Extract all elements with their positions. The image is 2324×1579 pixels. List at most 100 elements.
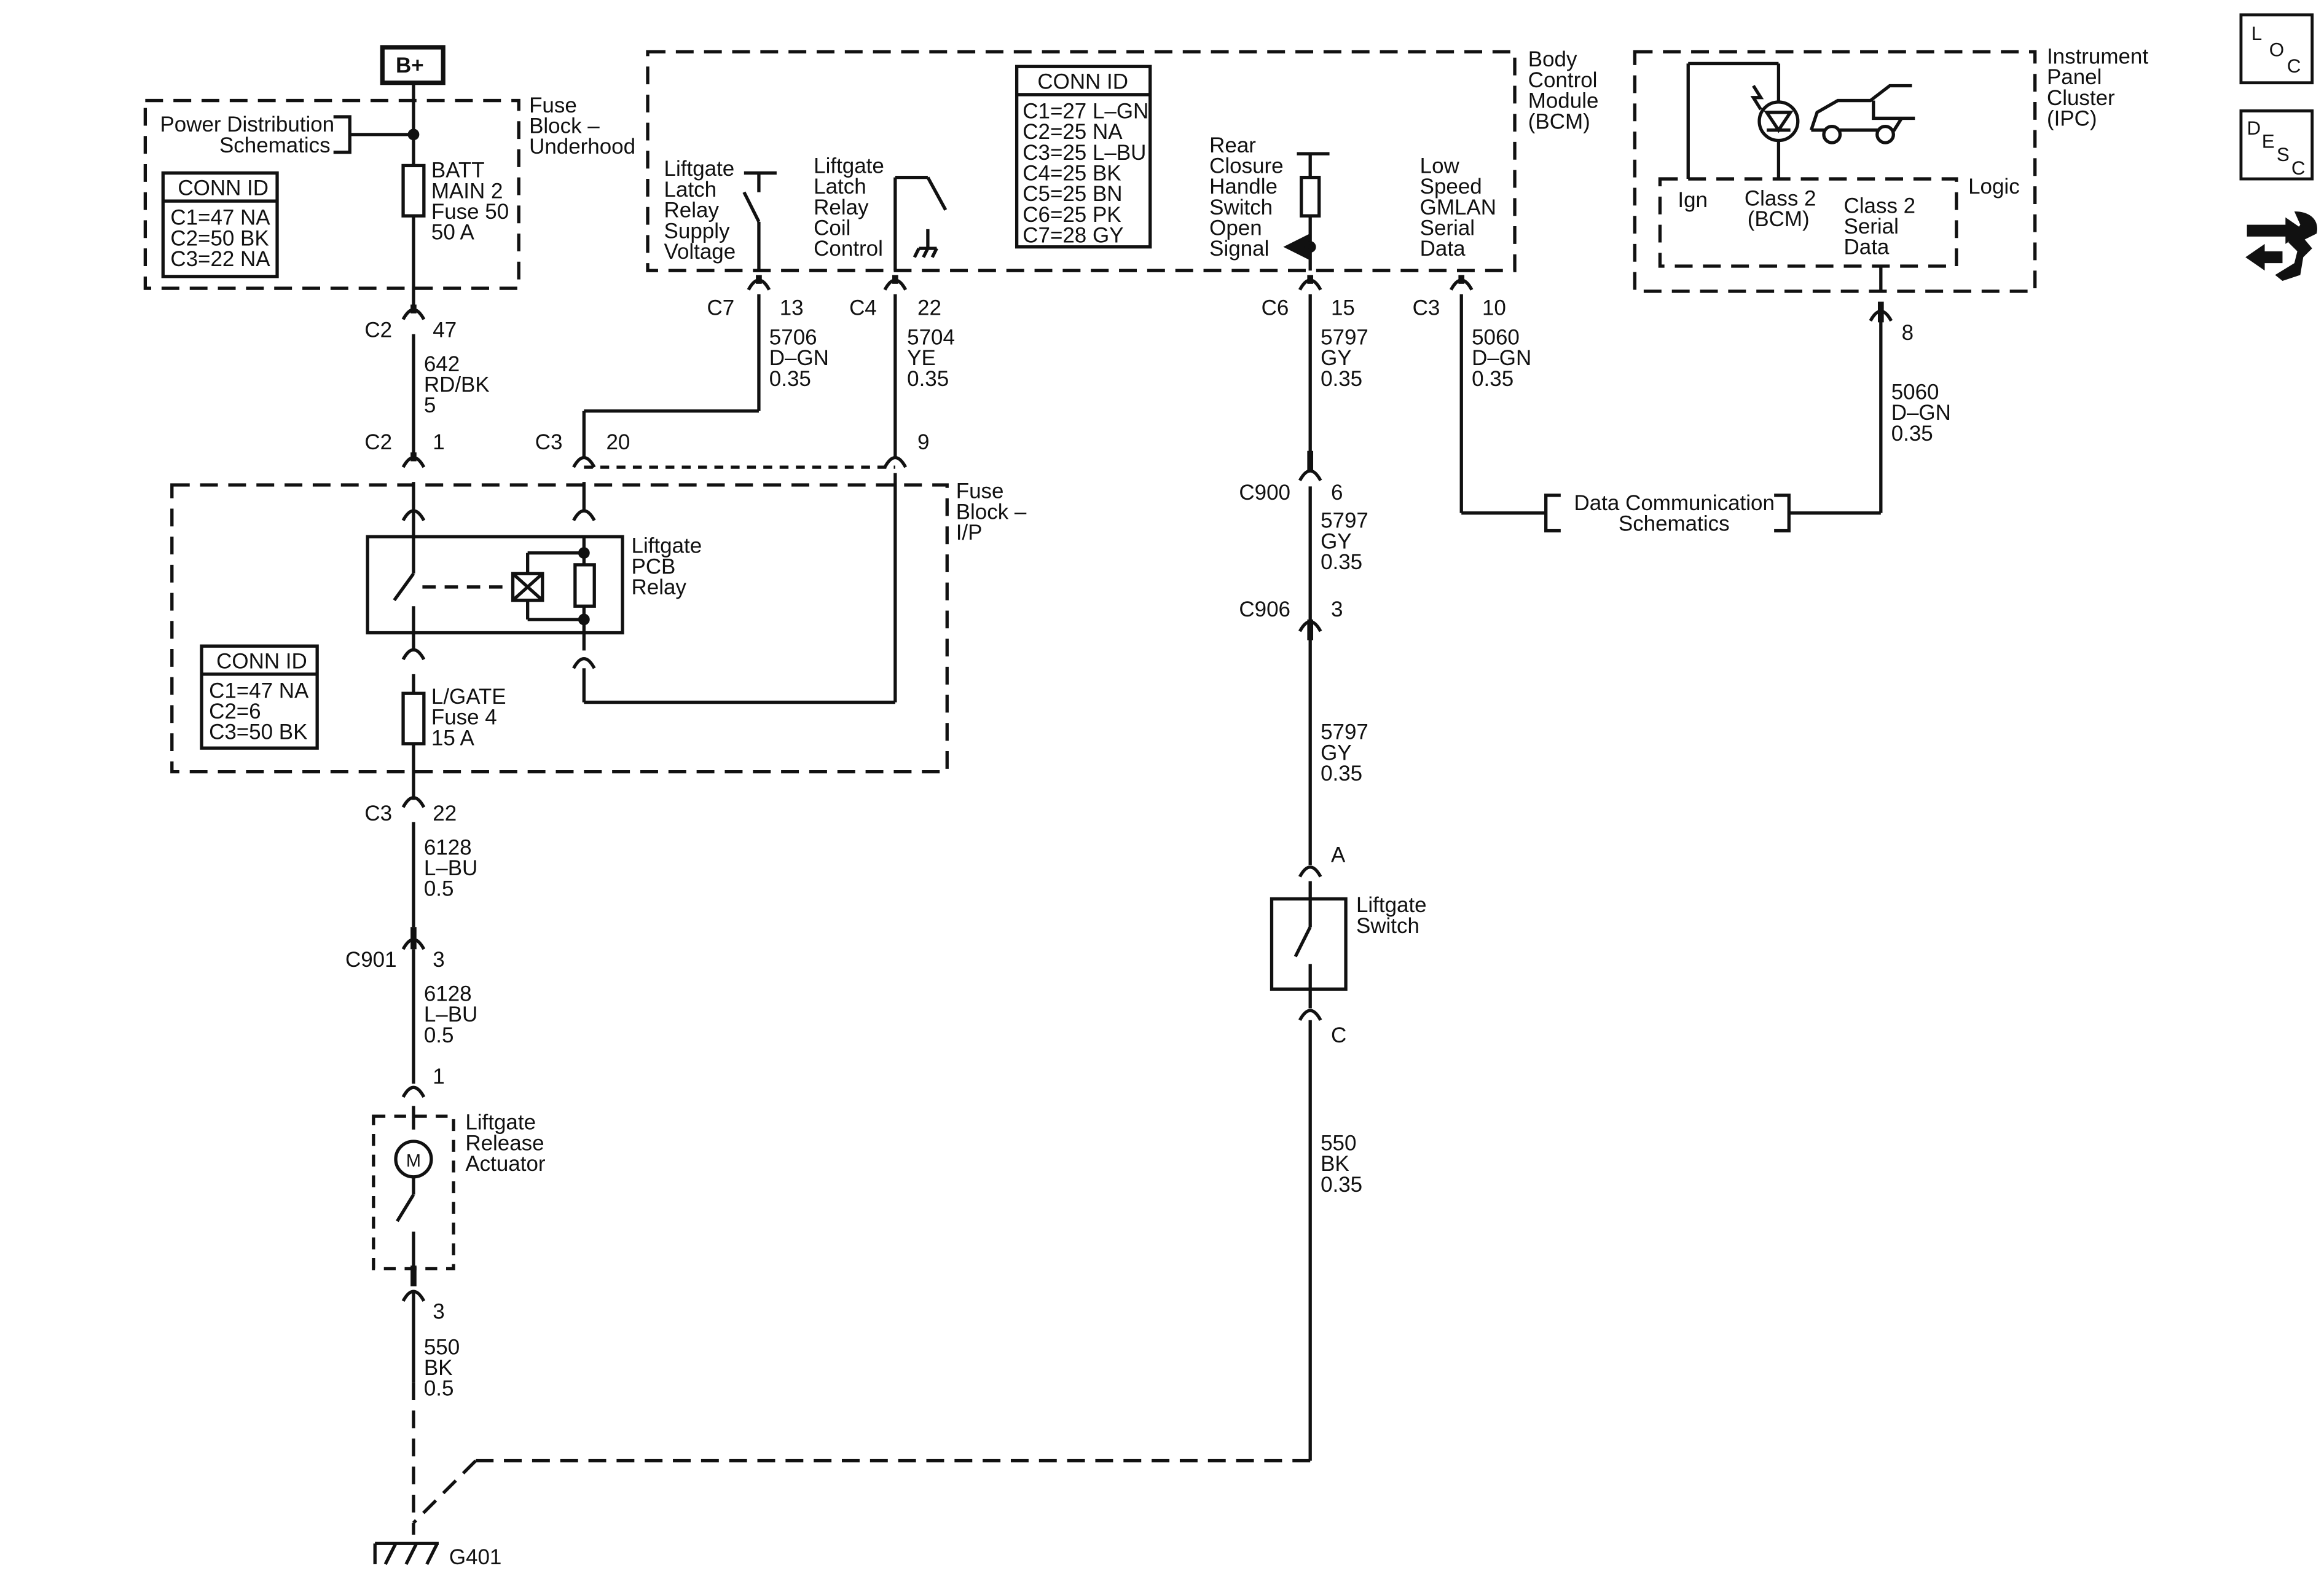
svg-text:GY: GY bbox=[1321, 529, 1352, 553]
batt-main-fuse-label: BATT MAIN 2 Fuse 50 50 A bbox=[431, 159, 509, 245]
svg-text:MAIN 2: MAIN 2 bbox=[431, 179, 503, 203]
svg-text:Data: Data bbox=[1844, 235, 1890, 259]
ground-g401-label: G401 bbox=[449, 1545, 502, 1569]
connector-c3-ip: C3 bbox=[535, 430, 563, 454]
wire-550-left-label: 550 BK 0.5 bbox=[424, 1335, 460, 1400]
pin-6: 6 bbox=[1331, 481, 1343, 505]
svg-text:D–GN: D–GN bbox=[1891, 401, 1951, 425]
svg-text:Underhood: Underhood bbox=[529, 135, 635, 159]
svg-text:5797: 5797 bbox=[1321, 720, 1368, 744]
rear-closure-label: Rear Closure Handle Switch Open Signal bbox=[1209, 133, 1283, 261]
connector-wrench-icon[interactable] bbox=[2245, 211, 2317, 282]
svg-text:YE: YE bbox=[907, 346, 936, 370]
class2-serial-label: Class 2 Serial Data bbox=[1844, 194, 1916, 259]
svg-text:C3=50 BK: C3=50 BK bbox=[209, 720, 307, 744]
svg-text:5797: 5797 bbox=[1321, 326, 1368, 350]
svg-text:I/P: I/P bbox=[956, 521, 983, 545]
svg-text:Liftgate: Liftgate bbox=[664, 157, 735, 181]
svg-text:Low: Low bbox=[1420, 154, 1460, 178]
svg-text:0.35: 0.35 bbox=[1321, 550, 1362, 574]
svg-text:Fuse 50: Fuse 50 bbox=[431, 200, 509, 224]
svg-text:Relay: Relay bbox=[664, 199, 720, 222]
svg-text:BATT: BATT bbox=[431, 159, 485, 183]
svg-text:Fuse 4: Fuse 4 bbox=[431, 706, 497, 730]
pin-3-actuator: 3 bbox=[433, 1300, 444, 1324]
wire-6128-lower-label: 6128 L–BU 0.5 bbox=[424, 982, 477, 1047]
svg-text:Cluster: Cluster bbox=[2047, 86, 2115, 110]
b-plus-label: B+ bbox=[396, 53, 424, 77]
svg-text:C3=22 NA: C3=22 NA bbox=[170, 247, 270, 271]
pin-47: 47 bbox=[433, 318, 457, 342]
fuse-block-underhood-label: Fuse Block – Underhood bbox=[529, 93, 635, 159]
svg-text:Block –: Block – bbox=[956, 500, 1027, 524]
svg-text:Liftgate: Liftgate bbox=[1356, 893, 1427, 917]
connector-c3-bcm: C3 bbox=[1413, 296, 1440, 320]
ign-label: Ign bbox=[1678, 188, 1708, 212]
svg-text:C2=6: C2=6 bbox=[209, 699, 261, 723]
svg-text:5797: 5797 bbox=[1321, 509, 1368, 533]
svg-text:BK: BK bbox=[1321, 1152, 1349, 1176]
loc-icon[interactable]: L O C bbox=[2251, 23, 2301, 77]
pin-3-c906: 3 bbox=[1331, 597, 1343, 621]
svg-text:Latch: Latch bbox=[814, 175, 866, 199]
motor-label: M bbox=[406, 1151, 421, 1171]
svg-text:D–GN: D–GN bbox=[769, 346, 829, 370]
low-speed-gmlan-label: Low Speed GMLAN Serial Data bbox=[1420, 154, 1496, 261]
svg-text:5: 5 bbox=[424, 393, 436, 417]
svg-text:Control: Control bbox=[1528, 68, 1598, 92]
svg-text:S: S bbox=[2277, 144, 2290, 165]
connector-c906: C906 bbox=[1239, 597, 1290, 621]
svg-text:0.35: 0.35 bbox=[1891, 422, 1933, 446]
desc-icon[interactable]: D E S C bbox=[2247, 117, 2306, 179]
logic-label: Logic bbox=[1968, 175, 2020, 199]
svg-text:Rear: Rear bbox=[1209, 133, 1256, 157]
svg-text:5060: 5060 bbox=[1472, 326, 1520, 350]
pin-c: C bbox=[1331, 1023, 1346, 1047]
pin-22-bcm: 22 bbox=[917, 296, 941, 320]
pin-3-c901: 3 bbox=[433, 948, 444, 972]
svg-text:Handle: Handle bbox=[1209, 175, 1278, 199]
svg-text:Block –: Block – bbox=[529, 114, 600, 138]
svg-text:Relay: Relay bbox=[632, 575, 687, 599]
svg-text:50 A: 50 A bbox=[431, 221, 475, 245]
connector-c2-top: C2 bbox=[364, 318, 392, 342]
svg-text:Panel: Panel bbox=[2047, 65, 2102, 89]
svg-text:0.35: 0.35 bbox=[769, 367, 811, 391]
svg-text:Power Distribution: Power Distribution bbox=[160, 112, 334, 136]
ipc-box bbox=[1633, 50, 2037, 293]
bcm-conn-id-table: CONN ID C1=27 L–GN C2=25 NA C3=25 L–BU C… bbox=[1023, 69, 1148, 247]
svg-text:(IPC): (IPC) bbox=[2047, 107, 2097, 131]
data-communication-label[interactable]: Data Communication Schematics bbox=[1574, 491, 1775, 536]
svg-text:5704: 5704 bbox=[907, 326, 955, 350]
wire-550-right-label: 550 BK 0.35 bbox=[1321, 1131, 1362, 1196]
wire-5797-upper-label: 5797 GY 0.35 bbox=[1321, 326, 1368, 391]
svg-text:Speed: Speed bbox=[1420, 175, 1482, 199]
connector-c3-22: C3 bbox=[364, 801, 392, 825]
svg-text:0.5: 0.5 bbox=[424, 1023, 454, 1047]
svg-text:CONN ID: CONN ID bbox=[178, 176, 269, 200]
bcm-label: Body Control Module (BCM) bbox=[1528, 47, 1599, 133]
svg-text:E: E bbox=[2262, 131, 2275, 152]
pin-1-ip: 1 bbox=[433, 430, 444, 454]
connector-c6: C6 bbox=[1262, 296, 1289, 320]
svg-text:Data Communication: Data Communication bbox=[1574, 491, 1775, 515]
svg-text:Schematics: Schematics bbox=[219, 133, 331, 157]
svg-text:550: 550 bbox=[1321, 1131, 1356, 1155]
liftgate-release-actuator-label: Liftgate Release Actuator bbox=[465, 1111, 546, 1176]
fuse-block-ip-box bbox=[170, 483, 949, 774]
connector-c900: C900 bbox=[1239, 481, 1290, 505]
svg-text:Class 2: Class 2 bbox=[1745, 186, 1816, 210]
lgate-fuse-label: L/GATE Fuse 4 15 A bbox=[431, 685, 506, 750]
svg-text:(BCM): (BCM) bbox=[1528, 109, 1590, 133]
svg-text:Latch: Latch bbox=[664, 178, 717, 202]
svg-text:L: L bbox=[2251, 23, 2262, 44]
pin-10: 10 bbox=[1482, 296, 1506, 320]
connector-c4: C4 bbox=[849, 296, 877, 320]
svg-text:C1=47 NA: C1=47 NA bbox=[209, 679, 309, 703]
svg-text:Control: Control bbox=[814, 237, 883, 261]
wire-5060-upper-label: 5060 D–GN 0.35 bbox=[1472, 326, 1531, 391]
svg-text:C1=27 L–GN: C1=27 L–GN bbox=[1023, 99, 1148, 123]
svg-text:(BCM): (BCM) bbox=[1748, 207, 1810, 231]
svg-text:15 A: 15 A bbox=[431, 726, 475, 750]
svg-text:CONN ID: CONN ID bbox=[216, 649, 307, 673]
